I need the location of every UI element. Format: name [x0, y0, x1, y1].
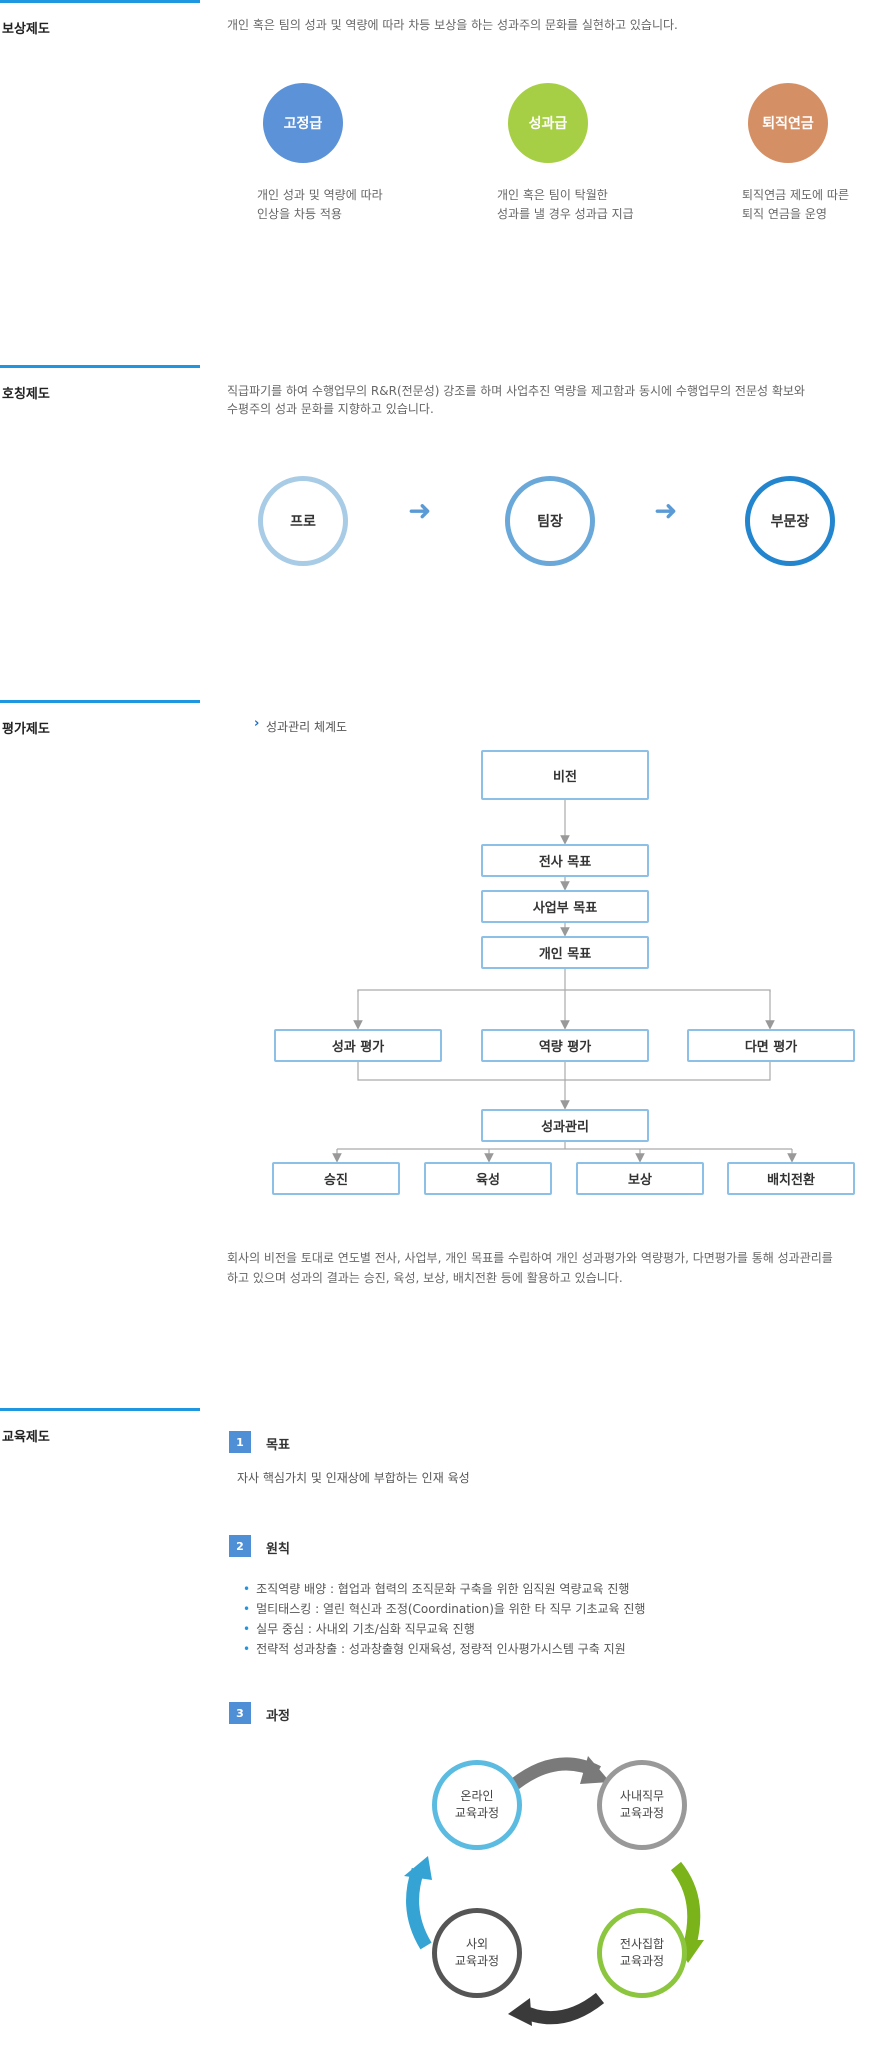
- reward-box: 보상: [576, 1162, 704, 1195]
- development-box: 육성: [424, 1162, 552, 1195]
- section-divider: [0, 1408, 200, 1411]
- principle-title: 원칙: [266, 1542, 290, 1557]
- title-system-section: 호칭제도 직급파기를 하여 수행업무의 R&R(전문성) 강조를 하며 사업추진…: [0, 365, 890, 695]
- diagram-subtitle: 성과관리 체계도: [266, 720, 348, 734]
- rank-division-head-circle: 부문장: [745, 476, 835, 566]
- performance-mgmt-box: 성과관리: [481, 1109, 649, 1142]
- process-title: 과정: [266, 1709, 290, 1724]
- fixed-pay-circle: 고정급: [263, 83, 343, 163]
- section-title: 보상제도: [2, 22, 50, 37]
- education-section: 교육제도 1 목표 자사 핵심가치 및 인재상에 부합하는 인재 육성 2 원칙…: [0, 1408, 890, 2067]
- education-cycle-arrows: [404, 1756, 704, 2026]
- promotion-box: 승진: [272, 1162, 400, 1195]
- step-number-badge: 1: [229, 1431, 251, 1453]
- arrow-head-icon: [580, 1756, 610, 1784]
- company-goal-box: 전사 목표: [481, 844, 649, 877]
- step-number-badge: 3: [229, 1702, 251, 1724]
- competency-eval-box: 역량 평가: [481, 1029, 649, 1062]
- personal-goal-box: 개인 목표: [481, 936, 649, 969]
- section-divider: [0, 365, 200, 368]
- arrow-right-icon: ➜: [654, 494, 678, 527]
- diagram-description: 회사의 비전을 토대로 연도별 전사, 사업부, 개인 목표를 수립하여 개인 …: [227, 1251, 833, 1285]
- principle-bullet: •조직역량 배양 : 협업과 협력의 조직문화 구축을 위한 임직원 역량교육 …: [243, 1582, 630, 1596]
- pension-desc: 퇴직연금 제도에 따른 퇴직 연금을 운영: [742, 188, 849, 221]
- pension-circle: 퇴직연금: [748, 83, 828, 163]
- section-title: 평가제도: [2, 722, 50, 737]
- arrow-curve-icon: [406, 1867, 432, 1950]
- section-intro: 직급파기를 하여 수행업무의 R&R(전문성) 강조를 하며 사업추진 역량을 …: [227, 384, 805, 416]
- principle-bullet: •전략적 성과창출 : 성과창출형 인재육성, 정량적 인사평가시스템 구축 지…: [243, 1642, 626, 1656]
- principle-bullet: •실무 중심 : 사내외 기초/심화 직무교육 진행: [243, 1622, 475, 1636]
- arrow-head-icon: [404, 1856, 432, 1880]
- section-title: 호칭제도: [2, 387, 50, 402]
- principle-bullet: •멀티태스킹 : 열린 혁신과 조정(Coordination)을 위한 타 직…: [243, 1602, 646, 1616]
- goal-text: 자사 핵심가치 및 인재상에 부합하는 인재 육성: [237, 1471, 470, 1485]
- bonus-circle: 성과급: [508, 83, 588, 163]
- section-divider: [0, 0, 200, 3]
- section-divider: [0, 700, 200, 703]
- evaluation-section: 평가제도 › 성과관리 체계도 비전 전사 목표 사업부 목표: [0, 700, 890, 1390]
- arrow-head-icon: [508, 1998, 532, 2026]
- arrow-curve-icon: [670, 1861, 701, 1946]
- division-goal-box: 사업부 목표: [481, 890, 649, 923]
- compensation-section: 보상제도 개인 혹은 팀의 성과 및 역량에 따라 차등 보상을 하는 성과주의…: [0, 0, 890, 360]
- fixed-pay-desc: 개인 성과 및 역량에 따라 인상을 차등 적용: [257, 188, 383, 221]
- rank-pro-circle: 프로: [258, 476, 348, 566]
- performance-eval-box: 성과 평가: [274, 1029, 442, 1062]
- arrow-curve-icon: [517, 1992, 605, 2025]
- section-intro: 개인 혹은 팀의 성과 및 역량에 따라 차등 보상을 하는 성과주의 문화를 …: [227, 18, 678, 32]
- step-number-badge: 2: [229, 1535, 251, 1557]
- chevron-right-icon: ›: [254, 716, 260, 731]
- org-chart-connectors: [332, 798, 797, 1163]
- placement-box: 배치전환: [727, 1162, 855, 1195]
- goal-title: 목표: [266, 1438, 290, 1453]
- rank-team-lead-circle: 팀장: [505, 476, 595, 566]
- bonus-desc: 개인 혹은 팀이 탁월한 성과를 낼 경우 성과급 지급: [497, 188, 634, 221]
- multi-rater-eval-box: 다면 평가: [687, 1029, 855, 1062]
- vision-box: 비전: [481, 750, 649, 800]
- section-title: 교육제도: [2, 1430, 50, 1445]
- arrow-right-icon: ➜: [408, 494, 432, 527]
